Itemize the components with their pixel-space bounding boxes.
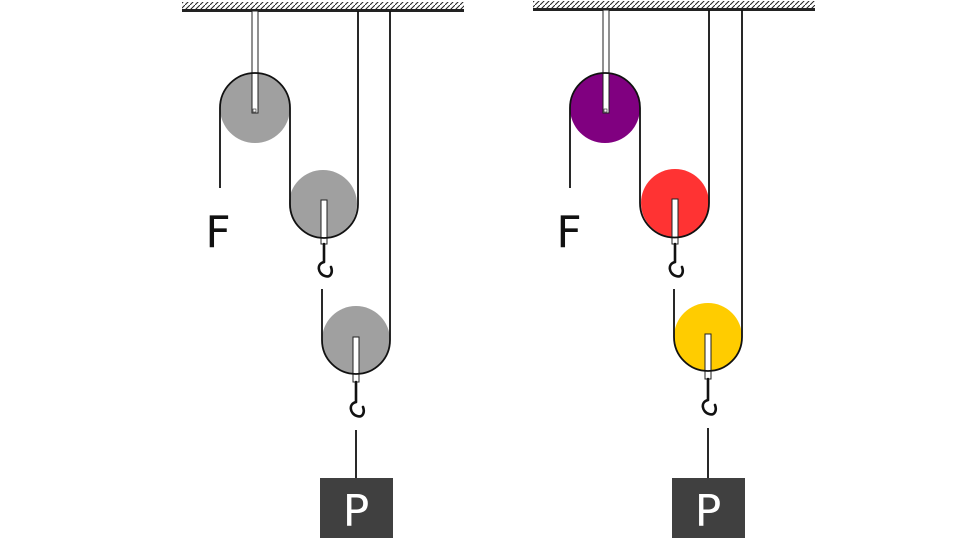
pulley-bottom-hook: [349, 380, 366, 418]
pulley-system-left: F P: [182, 2, 464, 538]
load-label: P: [343, 486, 370, 537]
load-box: [672, 478, 745, 538]
pulley-bottom: [322, 306, 390, 418]
load-label: P: [695, 486, 722, 537]
pulley-top-strap: [602, 9, 610, 114]
force-label: F: [205, 207, 230, 258]
pulley-middle-hook: [317, 242, 334, 278]
pulley-bottom-strap: [704, 333, 712, 380]
load-box: [320, 478, 393, 538]
load-block: P: [672, 478, 745, 538]
ceiling: [182, 2, 464, 12]
pulley-top: [570, 9, 640, 143]
pulley-bottom: [674, 303, 742, 416]
pulley-middle-hook: [668, 242, 685, 278]
pulley-top: [220, 10, 290, 143]
pulley-top-axle: [603, 108, 608, 113]
pulley-bottom-hook: [701, 377, 718, 416]
pulley-top-strap: [251, 10, 259, 114]
ceiling: [533, 1, 815, 11]
force-label: F: [556, 207, 581, 258]
pulley-bottom-strap: [352, 336, 360, 383]
rope: [569, 10, 743, 478]
pulley-middle: [641, 169, 709, 278]
pulley-system-right: F P: [533, 1, 815, 538]
pulley-middle: [289, 170, 357, 278]
load-block: P: [320, 478, 393, 538]
pulley-top-axle: [252, 108, 257, 113]
rope: [219, 11, 391, 478]
